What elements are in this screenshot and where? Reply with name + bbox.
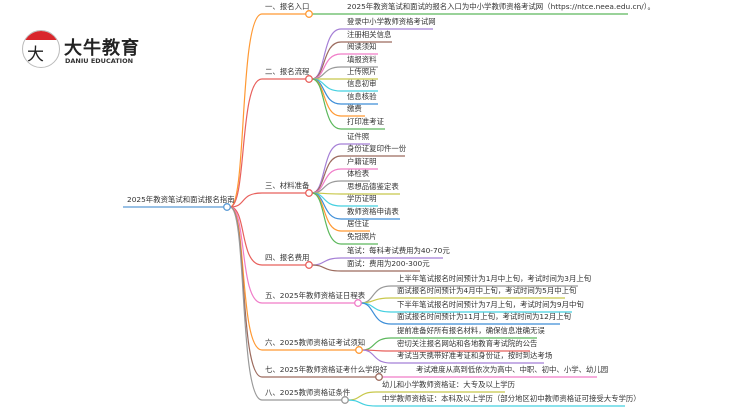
leaf-topic[interactable]: 上传照片 <box>347 67 377 76</box>
leaf-topic[interactable]: 面试报名时间预计为11月上旬，考试时间为12月上旬 <box>397 312 572 321</box>
leaf-topic[interactable]: 学历证明 <box>347 194 377 203</box>
leaf-topic[interactable]: 免冠照片 <box>347 232 377 241</box>
leaf-topic[interactable]: 2025年教资笔试和面试的报名入口为中小学教师资格考试网（https://ntc… <box>347 2 655 11</box>
leaf-topic[interactable]: 体检表 <box>347 169 370 178</box>
leaf-connector <box>311 264 420 272</box>
branch-connector <box>229 78 306 208</box>
leaf-connector <box>347 399 625 407</box>
branch-collapse-toggle[interactable] <box>305 75 313 83</box>
leaf-topic[interactable]: 中学教师资格证：本科及以上学历（部分地区初中教师资格证可接受大专学历） <box>382 394 641 403</box>
branch-connector <box>229 13 306 208</box>
leaf-topic[interactable]: 信息核验 <box>347 92 377 101</box>
leaf-topic[interactable]: 填报资料 <box>347 55 377 64</box>
leaf-topic[interactable]: 户籍证明 <box>347 157 377 166</box>
logo-name-cn: 大牛教育 <box>64 38 140 59</box>
leaf-topic[interactable]: 信息初审 <box>347 79 377 88</box>
leaf-connector <box>361 349 544 364</box>
branch-topic[interactable]: 三、材料准备 <box>265 181 310 190</box>
branch-topic[interactable]: 七、2025年教师资格证考什么学段好 <box>265 365 388 374</box>
branch-connector <box>229 206 355 304</box>
branch-connector <box>229 206 356 351</box>
leaf-topic[interactable]: 提前准备好所有报名材料，确保信息准确无误 <box>397 326 545 335</box>
leaf-topic[interactable]: 下半年笔试报名时间预计为7月上旬，考试时间为9月中旬 <box>397 300 584 309</box>
root-topic[interactable]: 2025年教资笔试和面试报名指南 <box>127 195 235 204</box>
leaf-topic[interactable]: 注册相关信息 <box>347 30 392 39</box>
leaf-topic[interactable]: 身份证复印件一份 <box>347 144 407 153</box>
logo-mark-text: 大牛 <box>27 45 44 65</box>
leaf-connector <box>311 78 385 130</box>
leaf-topic[interactable]: 思想品德鉴定表 <box>347 182 399 191</box>
branch-topic[interactable]: 四、报名费用 <box>265 253 310 262</box>
leaf-topic[interactable]: 打印准考证 <box>347 117 384 126</box>
branch-collapse-toggle[interactable] <box>375 373 383 381</box>
branch-topic[interactable]: 五、2025年教师资格证日程表 <box>265 291 366 300</box>
branch-collapse-toggle[interactable] <box>305 189 313 197</box>
leaf-topic[interactable]: 幼儿和小学教师资格证：大专及以上学历 <box>382 380 516 389</box>
daniu-logo: 大牛 大牛教育 DANIU EDUCATION <box>22 30 162 72</box>
leaf-topic[interactable]: 登录中小学教师资格考试网 <box>347 17 436 26</box>
branch-topic[interactable]: 二、报名流程 <box>265 67 310 76</box>
leaf-topic[interactable]: 阅读须知 <box>347 42 377 51</box>
logo-mark-icon: 大牛 <box>22 30 60 68</box>
branch-collapse-toggle[interactable] <box>305 10 313 18</box>
branch-collapse-toggle[interactable] <box>341 396 349 404</box>
branch-collapse-toggle[interactable] <box>354 299 362 307</box>
leaf-topic[interactable]: 缴费 <box>347 104 362 113</box>
leaf-topic[interactable]: 考试难度从高到低依次为高中、中职、初中、小学、幼儿园 <box>416 365 609 374</box>
branch-topic[interactable]: 一、报名入口 <box>265 2 310 11</box>
branch-connector <box>229 206 342 401</box>
branch-topic[interactable]: 六、2025教师资格证考试须知 <box>265 338 366 347</box>
leaf-topic[interactable]: 面试报名时间预计为4月中上旬，考试时间为5月中上旬 <box>397 286 577 295</box>
root-collapse-toggle[interactable] <box>223 203 231 211</box>
leaf-topic[interactable]: 居住证 <box>347 219 370 228</box>
leaf-topic[interactable]: 考试当天携带好准考证和身份证，按时到达考场 <box>397 351 553 360</box>
leaf-topic[interactable]: 证件照 <box>347 132 370 141</box>
branch-connector <box>229 192 306 208</box>
branch-collapse-toggle[interactable] <box>305 261 313 269</box>
leaf-connector <box>360 302 560 325</box>
leaf-topic[interactable]: 密切关注报名网站和各地教育考试院的公告 <box>397 339 538 348</box>
leaf-connector <box>311 192 378 245</box>
branch-connector <box>229 206 306 266</box>
leaf-topic[interactable]: 笔试：每科考试费用为40-70元 <box>347 246 450 255</box>
branch-topic[interactable]: 八、2025教师资格证条件 <box>265 388 351 397</box>
leaf-topic[interactable]: 面试：费用为200-300元 <box>347 259 430 268</box>
leaf-topic[interactable]: 上半年笔试报名时间预计为1月中上旬，考试时间为3月上旬 <box>397 274 592 283</box>
leaf-topic[interactable]: 教师资格申请表 <box>347 207 399 216</box>
logo-name-en: DANIU EDUCATION <box>65 57 134 65</box>
branch-collapse-toggle[interactable] <box>355 346 363 354</box>
